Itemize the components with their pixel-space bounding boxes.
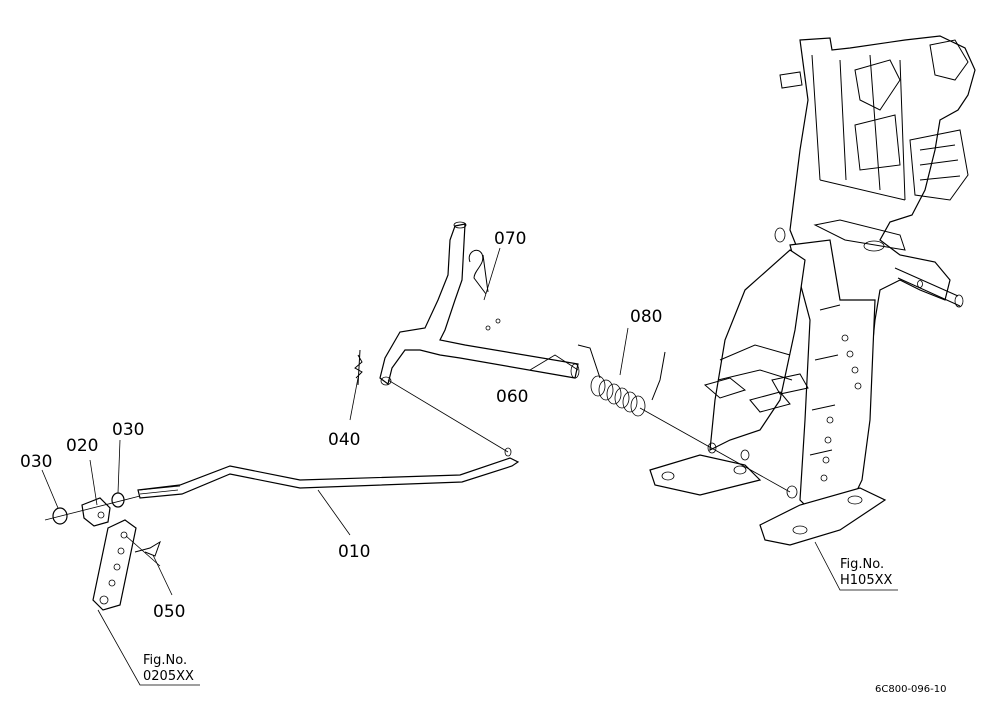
callout-070: 070 (494, 229, 526, 249)
callout-030-right: 030 (112, 420, 144, 440)
center-lines (44, 379, 791, 567)
pin-050 (134, 540, 161, 557)
pin-040 (354, 349, 363, 386)
nut-030-right (111, 492, 125, 508)
drawing-number: 6C800-096-10 (875, 684, 946, 695)
callout-060: 060 (496, 387, 528, 407)
fig-ref-right-title: Fig.No. (840, 557, 884, 572)
fig-ref-right-code: H105XX (840, 573, 892, 588)
fig-ref-left-code: 0205XX (143, 669, 194, 684)
yoke-020 (81, 497, 111, 527)
leader-lines (41, 247, 898, 686)
pedal-lever-060 (379, 221, 580, 386)
callout-020: 020 (66, 436, 98, 456)
callout-080: 080 (630, 307, 662, 327)
callout-030-left: 030 (20, 452, 52, 472)
callout-050: 050 (153, 602, 185, 622)
callout-010: 010 (338, 542, 370, 562)
callout-040: 040 (328, 430, 360, 450)
bracket-plate (92, 519, 137, 611)
fig-ref-left-title: Fig.No. (143, 653, 187, 668)
frame-assembly (649, 35, 976, 546)
return-spring-080 (577, 344, 666, 417)
clip-070 (468, 249, 489, 295)
linkage-rod-010 (137, 447, 520, 499)
